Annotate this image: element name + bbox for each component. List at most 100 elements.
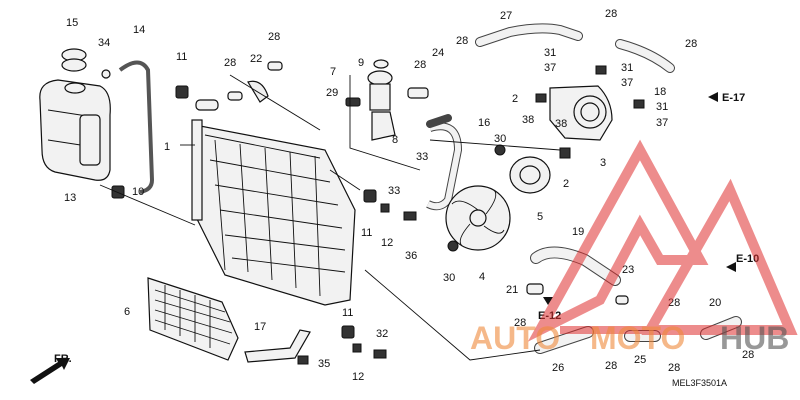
collar-12a (380, 203, 390, 213)
callout-31: 31 (656, 101, 668, 113)
clamp-21 (526, 283, 544, 295)
callout-12: 12 (352, 371, 364, 383)
callout-37: 37 (544, 62, 556, 74)
clamp-28b (267, 61, 283, 71)
overflow-tube-14 (118, 60, 155, 194)
callout-30: 30 (443, 272, 455, 284)
callout-7: 7 (330, 66, 336, 78)
callout-2: 2 (563, 178, 569, 190)
callout-18: 18 (654, 86, 666, 98)
grommet-11c (341, 325, 355, 339)
callout-20: 20 (709, 297, 721, 309)
callout-38: 38 (522, 114, 534, 126)
callout-28: 28 (514, 317, 526, 329)
callout-31: 31 (544, 47, 556, 59)
callout-30: 30 (494, 133, 506, 145)
callout-29: 29 (326, 87, 338, 99)
callout-19: 19 (572, 226, 584, 238)
clamp-28a (227, 91, 243, 101)
radiator-grille (147, 277, 239, 361)
front-direction-arrow: FR. (30, 353, 72, 384)
callout-13: 13 (64, 192, 76, 204)
callout-28: 28 (414, 59, 426, 71)
cooling-fan (445, 185, 511, 251)
bolt-35 (297, 355, 309, 365)
callout-28: 28 (685, 38, 697, 50)
callout-11: 11 (176, 51, 187, 63)
front-label: FR. (54, 353, 72, 365)
callout-37: 37 (656, 117, 668, 129)
callout-34: 34 (98, 37, 110, 49)
callout-2: 2 (512, 93, 518, 105)
bolt-31b (633, 99, 645, 109)
callout-26: 26 (552, 362, 564, 374)
callout-28: 28 (605, 8, 617, 20)
callout-14: 14 (133, 24, 145, 36)
callout-25: 25 (634, 354, 646, 366)
watermark-logo (527, 139, 798, 342)
callout-21: 21 (506, 284, 518, 296)
grommet-10 (111, 185, 125, 199)
watermark-word-auto: AUTO (470, 320, 560, 356)
callout-28: 28 (456, 35, 468, 47)
bolt-29 (345, 97, 361, 107)
callout-32: 32 (376, 328, 388, 340)
callout-33: 33 (416, 151, 428, 163)
collar-12b (352, 343, 362, 353)
clamp-24 (407, 87, 429, 99)
callout-9: 9 (358, 57, 364, 69)
water-pump (549, 85, 613, 141)
callout-8: 8 (392, 134, 398, 146)
watermark-word-moto: MOTO (590, 320, 685, 356)
reservoir-tank (39, 79, 111, 181)
callout-22: 22 (250, 53, 262, 65)
callout-23: 23 (622, 264, 634, 276)
callout-36: 36 (405, 250, 417, 262)
ref-e17-label: E-17 (722, 92, 745, 104)
callout-37: 37 (621, 77, 633, 89)
callout-6: 6 (124, 306, 130, 318)
callout-5: 5 (537, 211, 543, 223)
callout-4: 4 (479, 271, 485, 283)
callout-10: 10 (132, 186, 144, 198)
nut-30 (447, 240, 459, 252)
nut-30b (494, 144, 506, 156)
bolt-36 (403, 211, 417, 221)
callout-28: 28 (224, 57, 236, 69)
radiator-core (191, 99, 356, 306)
grommet-11a (175, 85, 189, 99)
callout-38: 38 (555, 118, 567, 130)
callout-35: 35 (318, 358, 330, 370)
callout-12: 12 (381, 237, 393, 249)
callout-27: 27 (500, 10, 512, 22)
ref-e17: E-17 (708, 92, 745, 104)
callout-11: 11 (361, 227, 372, 239)
callout-28: 28 (268, 31, 280, 43)
callout-17: 17 (254, 321, 266, 333)
watermark-wordmark: AUTO MOTO HUB (470, 320, 789, 356)
clamp-23 (615, 295, 629, 305)
callout-numbers: 1 2 2 3 4 5 6 7 8 9 10 11 11 11 12 12 13… (64, 8, 754, 383)
callout-11: 11 (342, 307, 353, 319)
callout-33: 33 (388, 185, 400, 197)
bolt-2a (535, 93, 547, 103)
bracket-17 (244, 329, 311, 363)
clip-34 (101, 69, 111, 79)
callout-1: 1 (164, 141, 170, 153)
bolt-2b (559, 147, 571, 159)
watermark-word-hub: HUB (720, 320, 789, 356)
callout-16: 16 (478, 117, 490, 129)
grommet-11b (363, 189, 377, 203)
callout-28: 28 (742, 349, 754, 361)
bolt-31a (595, 65, 607, 75)
radiator-side-tank (191, 119, 203, 221)
callout-28: 28 (605, 360, 617, 372)
callout-31: 31 (621, 62, 633, 74)
radiator-filler-neck (195, 99, 219, 111)
fan-motor (509, 156, 551, 194)
diagram-code: MEL3F3501A (672, 378, 727, 388)
callout-3: 3 (600, 157, 606, 169)
callout-28: 28 (668, 362, 680, 374)
